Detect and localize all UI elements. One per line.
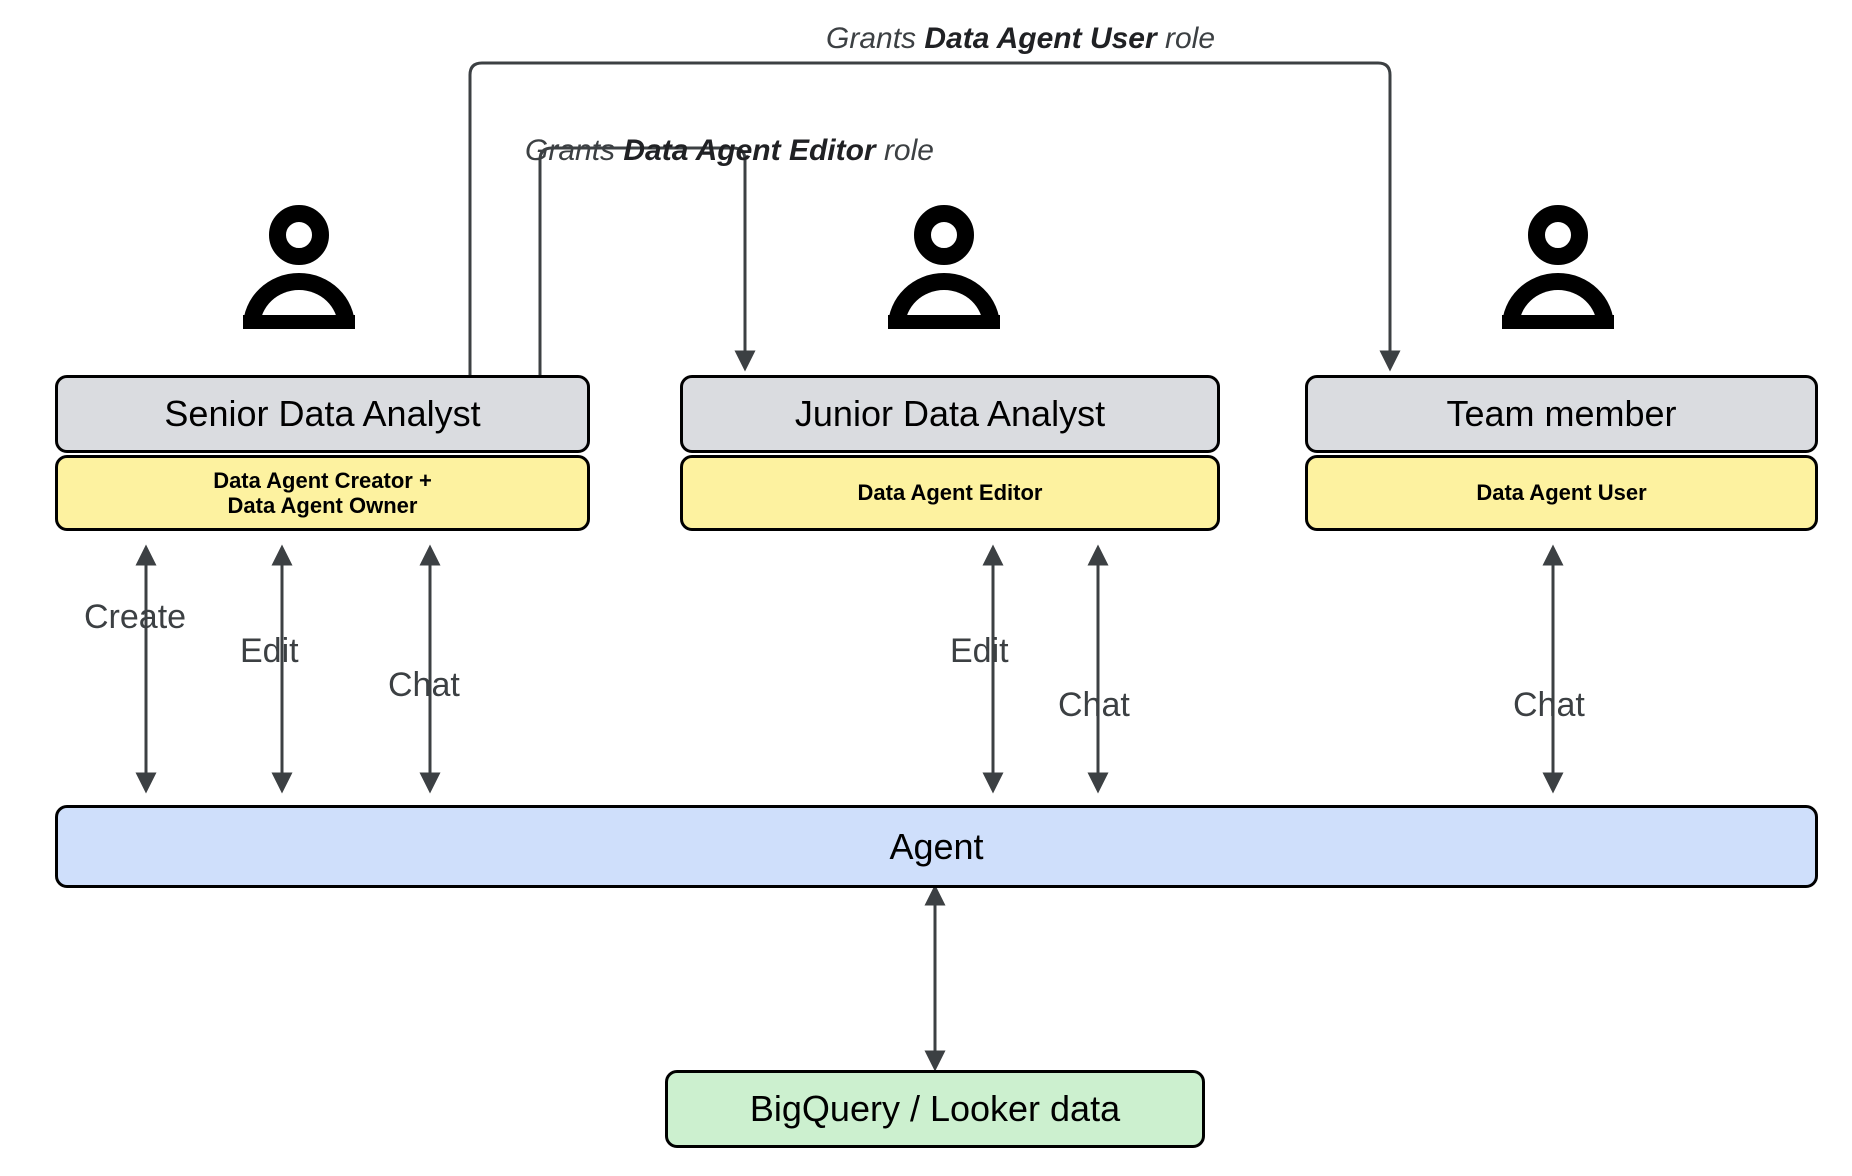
team-member-title-label: Team member (1446, 393, 1677, 435)
action-label-junior-edit: Edit (950, 632, 1009, 671)
person-icon-junior-data-analyst (888, 205, 1000, 329)
node-team-member-badge[interactable]: Data Agent User (1305, 455, 1818, 531)
action-label-senior-create: Create (84, 598, 186, 637)
grant-editor-role: Data Agent Editor (623, 134, 876, 167)
senior-badge-line-2: Data Agent Owner (227, 493, 418, 518)
person-head-icon (269, 205, 329, 265)
action-label-senior-chat: Chat (388, 666, 460, 705)
node-junior-data-analyst-badge[interactable]: Data Agent Editor (680, 455, 1220, 531)
grant-user-suffix: role (1156, 22, 1216, 55)
person-base-icon (243, 315, 355, 329)
junior-data-analyst-title-label: Junior Data Analyst (794, 393, 1106, 435)
grant-user-role: Data Agent User (924, 22, 1157, 55)
bigquery-looker-data-label: BigQuery / Looker data (749, 1088, 1121, 1130)
junior-badge-line-1: Data Agent Editor (857, 480, 1043, 506)
team-badge-line-1: Data Agent User (1476, 480, 1647, 506)
grant-editor-prefix: Grants (525, 134, 624, 167)
action-label-junior-chat: Chat (1058, 686, 1130, 725)
team-chat-text: Chat (1513, 686, 1585, 724)
junior-edit-text: Edit (950, 632, 1009, 670)
junior-chat-text: Chat (1058, 686, 1130, 724)
action-label-senior-edit: Edit (240, 632, 299, 671)
senior-create-text: Create (84, 598, 187, 636)
node-senior-data-analyst-title[interactable]: Senior Data Analyst (55, 375, 590, 453)
action-label-team-chat: Chat (1513, 686, 1585, 725)
node-team-member-title[interactable]: Team member (1305, 375, 1818, 453)
person-base-icon (1502, 315, 1614, 329)
connector-grant-editor (538, 146, 756, 375)
grant-editor-suffix: role (875, 134, 934, 167)
grant-label-data-agent-user: Grants Data Agent User role (826, 22, 1215, 56)
node-agent[interactable]: Agent (55, 805, 1818, 888)
person-icon-team-member (1502, 205, 1614, 329)
person-head-icon (1528, 205, 1588, 265)
node-bigquery-looker-data[interactable]: BigQuery / Looker data (665, 1070, 1205, 1148)
grant-user-prefix: Grants (826, 22, 925, 55)
senior-badge-line-1: Data Agent Creator + (213, 467, 432, 493)
node-senior-data-analyst-badge[interactable]: Data Agent Creator + Data Agent Owner (55, 455, 590, 531)
person-head-icon (914, 205, 974, 265)
agent-label: Agent (889, 825, 984, 867)
grant-label-data-agent-editor: Grants Data Agent Editor role (525, 134, 934, 168)
person-icon-senior-data-analyst (243, 205, 355, 329)
node-junior-data-analyst-title[interactable]: Junior Data Analyst (680, 375, 1220, 453)
senior-data-analyst-title-label: Senior Data Analyst (164, 393, 481, 435)
person-base-icon (888, 315, 1000, 329)
senior-edit-text: Edit (240, 632, 299, 670)
senior-chat-text: Chat (388, 666, 460, 704)
